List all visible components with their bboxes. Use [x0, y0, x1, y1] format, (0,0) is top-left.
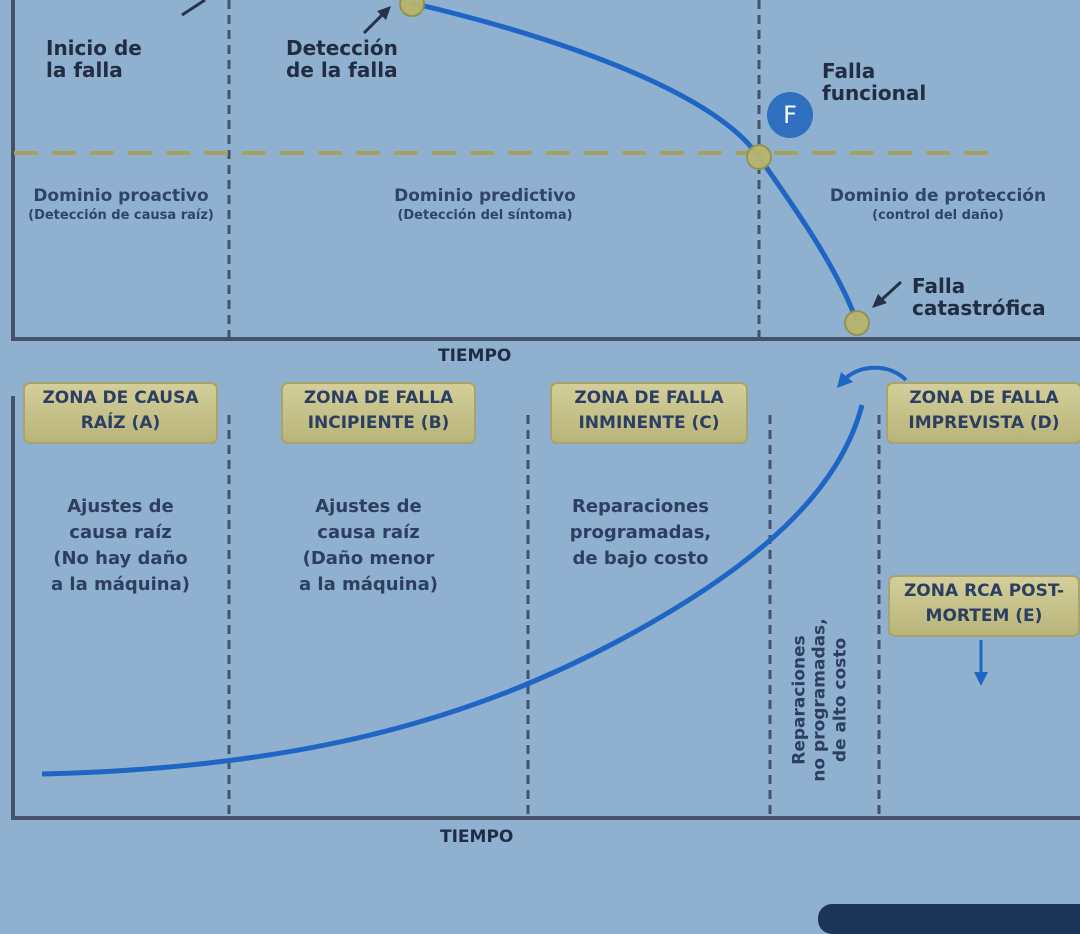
zone-a-description: Ajustes de causa raíz (No hay daño a la … — [28, 494, 213, 598]
zone-post-mortem-line-2: MORTEM (E) — [925, 606, 1043, 627]
functional-failure-line-1: Falla — [822, 59, 876, 83]
zone-unexpected-failure: ZONA DE FALLA IMPREVISTA (D) — [886, 382, 1080, 444]
domain-protection-subtitle: (control del daño) — [872, 208, 1004, 224]
catastrophic-failure-arrowhead — [872, 294, 887, 308]
zone-root-cause: ZONA DE CAUSA RAÍZ (A) — [23, 382, 218, 444]
catastrophic-failure-label: Falla catastrófica — [912, 274, 1046, 320]
domain-predictive-title: Dominio predictivo — [394, 186, 576, 206]
failure-detection-line-1: Detección — [286, 36, 398, 60]
functional-failure-label: Falla funcional — [822, 59, 927, 105]
zone-unexpected-line-2: IMPREVISTA (D) — [908, 413, 1060, 434]
zone-unexpected-line-1: ZONA DE FALLA — [909, 388, 1059, 408]
failure-start-label: Inicio de la falla — [46, 36, 142, 82]
failure-detection-label: Detección de la falla — [286, 36, 398, 82]
domain-proactive-title: Dominio proactivo — [33, 186, 209, 206]
zone-a-desc-line-2: causa raíz — [69, 522, 172, 544]
top-x-axis-label: TIEMPO — [438, 346, 512, 366]
functional-failure-line-2: funcional — [822, 80, 927, 105]
zone-imminent-line-2: INMINENTE (C) — [578, 413, 720, 434]
zone-a-desc-line-3: (No hay daño — [53, 548, 188, 570]
zone-b-desc-line-1: Ajustes de — [315, 496, 422, 517]
zone-incipient-line-1: ZONA DE FALLA — [303, 388, 454, 408]
zone-root-cause-line-2: RAÍZ (A) — [80, 413, 161, 434]
domain-proactive: Dominio proactivo (Detección de causa ra… — [15, 187, 227, 223]
failure-start-line-1: Inicio de — [46, 36, 142, 60]
zone-c-description: Reparaciones programadas, de bajo costo — [548, 494, 733, 572]
domain-protection: Dominio de protección (control del daño) — [812, 187, 1064, 223]
bottom-x-axis-label: TIEMPO — [440, 827, 514, 847]
domain-protection-title: Dominio de protección — [829, 186, 1047, 206]
zone-b-desc-line-4: a la máquina) — [299, 574, 438, 596]
zone-post-mortem-line-1: ZONA RCA POST- — [903, 581, 1065, 601]
zone-c-desc-line-1: Reparaciones — [571, 496, 710, 517]
domain-predictive-subtitle: (Detección del síntoma) — [397, 208, 573, 224]
zone-c-desc-line-3: de bajo costo — [572, 548, 709, 570]
zone-incipient-line-2: INCIPIENTE (B) — [307, 413, 450, 434]
failure-start-line-2: la falla — [46, 57, 123, 82]
failure-start-arrow — [181, 0, 206, 17]
degradation-curve — [411, 0, 860, 323]
failure-detection-arrowhead — [377, 6, 391, 20]
zone-imminent-line-1: ZONA DE FALLA — [574, 388, 724, 408]
zone-incipient-failure: ZONA DE FALLA INCIPIENTE (B) — [281, 382, 476, 444]
zone-b-desc-line-3: (Daño menor — [302, 548, 435, 570]
zone-root-cause-line-1: ZONA DE CAUSA — [42, 388, 199, 408]
failure-detection-marker — [399, 0, 425, 17]
zone-b-description: Ajustes de causa raíz (Daño menor a la m… — [276, 494, 461, 598]
cost-curve — [41, 404, 865, 777]
domain-predictive: Dominio predictivo (Detección del síntom… — [290, 187, 680, 223]
zone-imminent-failure: ZONA DE FALLA INMINENTE (C) — [550, 382, 748, 444]
unscheduled-note-line-1: Reparaciones — [789, 635, 810, 765]
unscheduled-note-line-3: de alto costo — [830, 637, 851, 763]
unscheduled-note-line-2: no programadas, — [809, 618, 830, 782]
zone-a-desc-line-1: Ajustes de — [67, 496, 174, 517]
bottom-edge-tab — [818, 904, 1080, 934]
zone-rca-post-mortem: ZONA RCA POST- MORTEM (E) — [888, 575, 1080, 637]
functional-failure-badge: F — [767, 92, 813, 138]
zone-b-desc-line-2: causa raíz — [317, 522, 420, 544]
catastrophic-failure-line-1: Falla — [912, 274, 966, 298]
failure-detection-line-2: de la falla — [286, 57, 398, 82]
post-mortem-down-arrowhead — [974, 672, 988, 686]
catastrophic-failure-line-2: catastrófica — [912, 295, 1046, 320]
zone-a-desc-line-4: a la máquina) — [51, 574, 190, 596]
return-loop-arrowhead — [837, 372, 853, 388]
domain-proactive-subtitle: (Detección de causa raíz) — [28, 208, 214, 224]
functional-failure-marker — [746, 144, 772, 170]
return-loop-arrow — [844, 365, 908, 382]
unscheduled-repairs-note: Reparaciones no programadas, de alto cos… — [789, 618, 850, 781]
catastrophic-failure-marker — [844, 310, 870, 336]
diagram-canvas — [11, 0, 1080, 820]
zone-c-desc-line-2: programadas, — [569, 522, 712, 544]
